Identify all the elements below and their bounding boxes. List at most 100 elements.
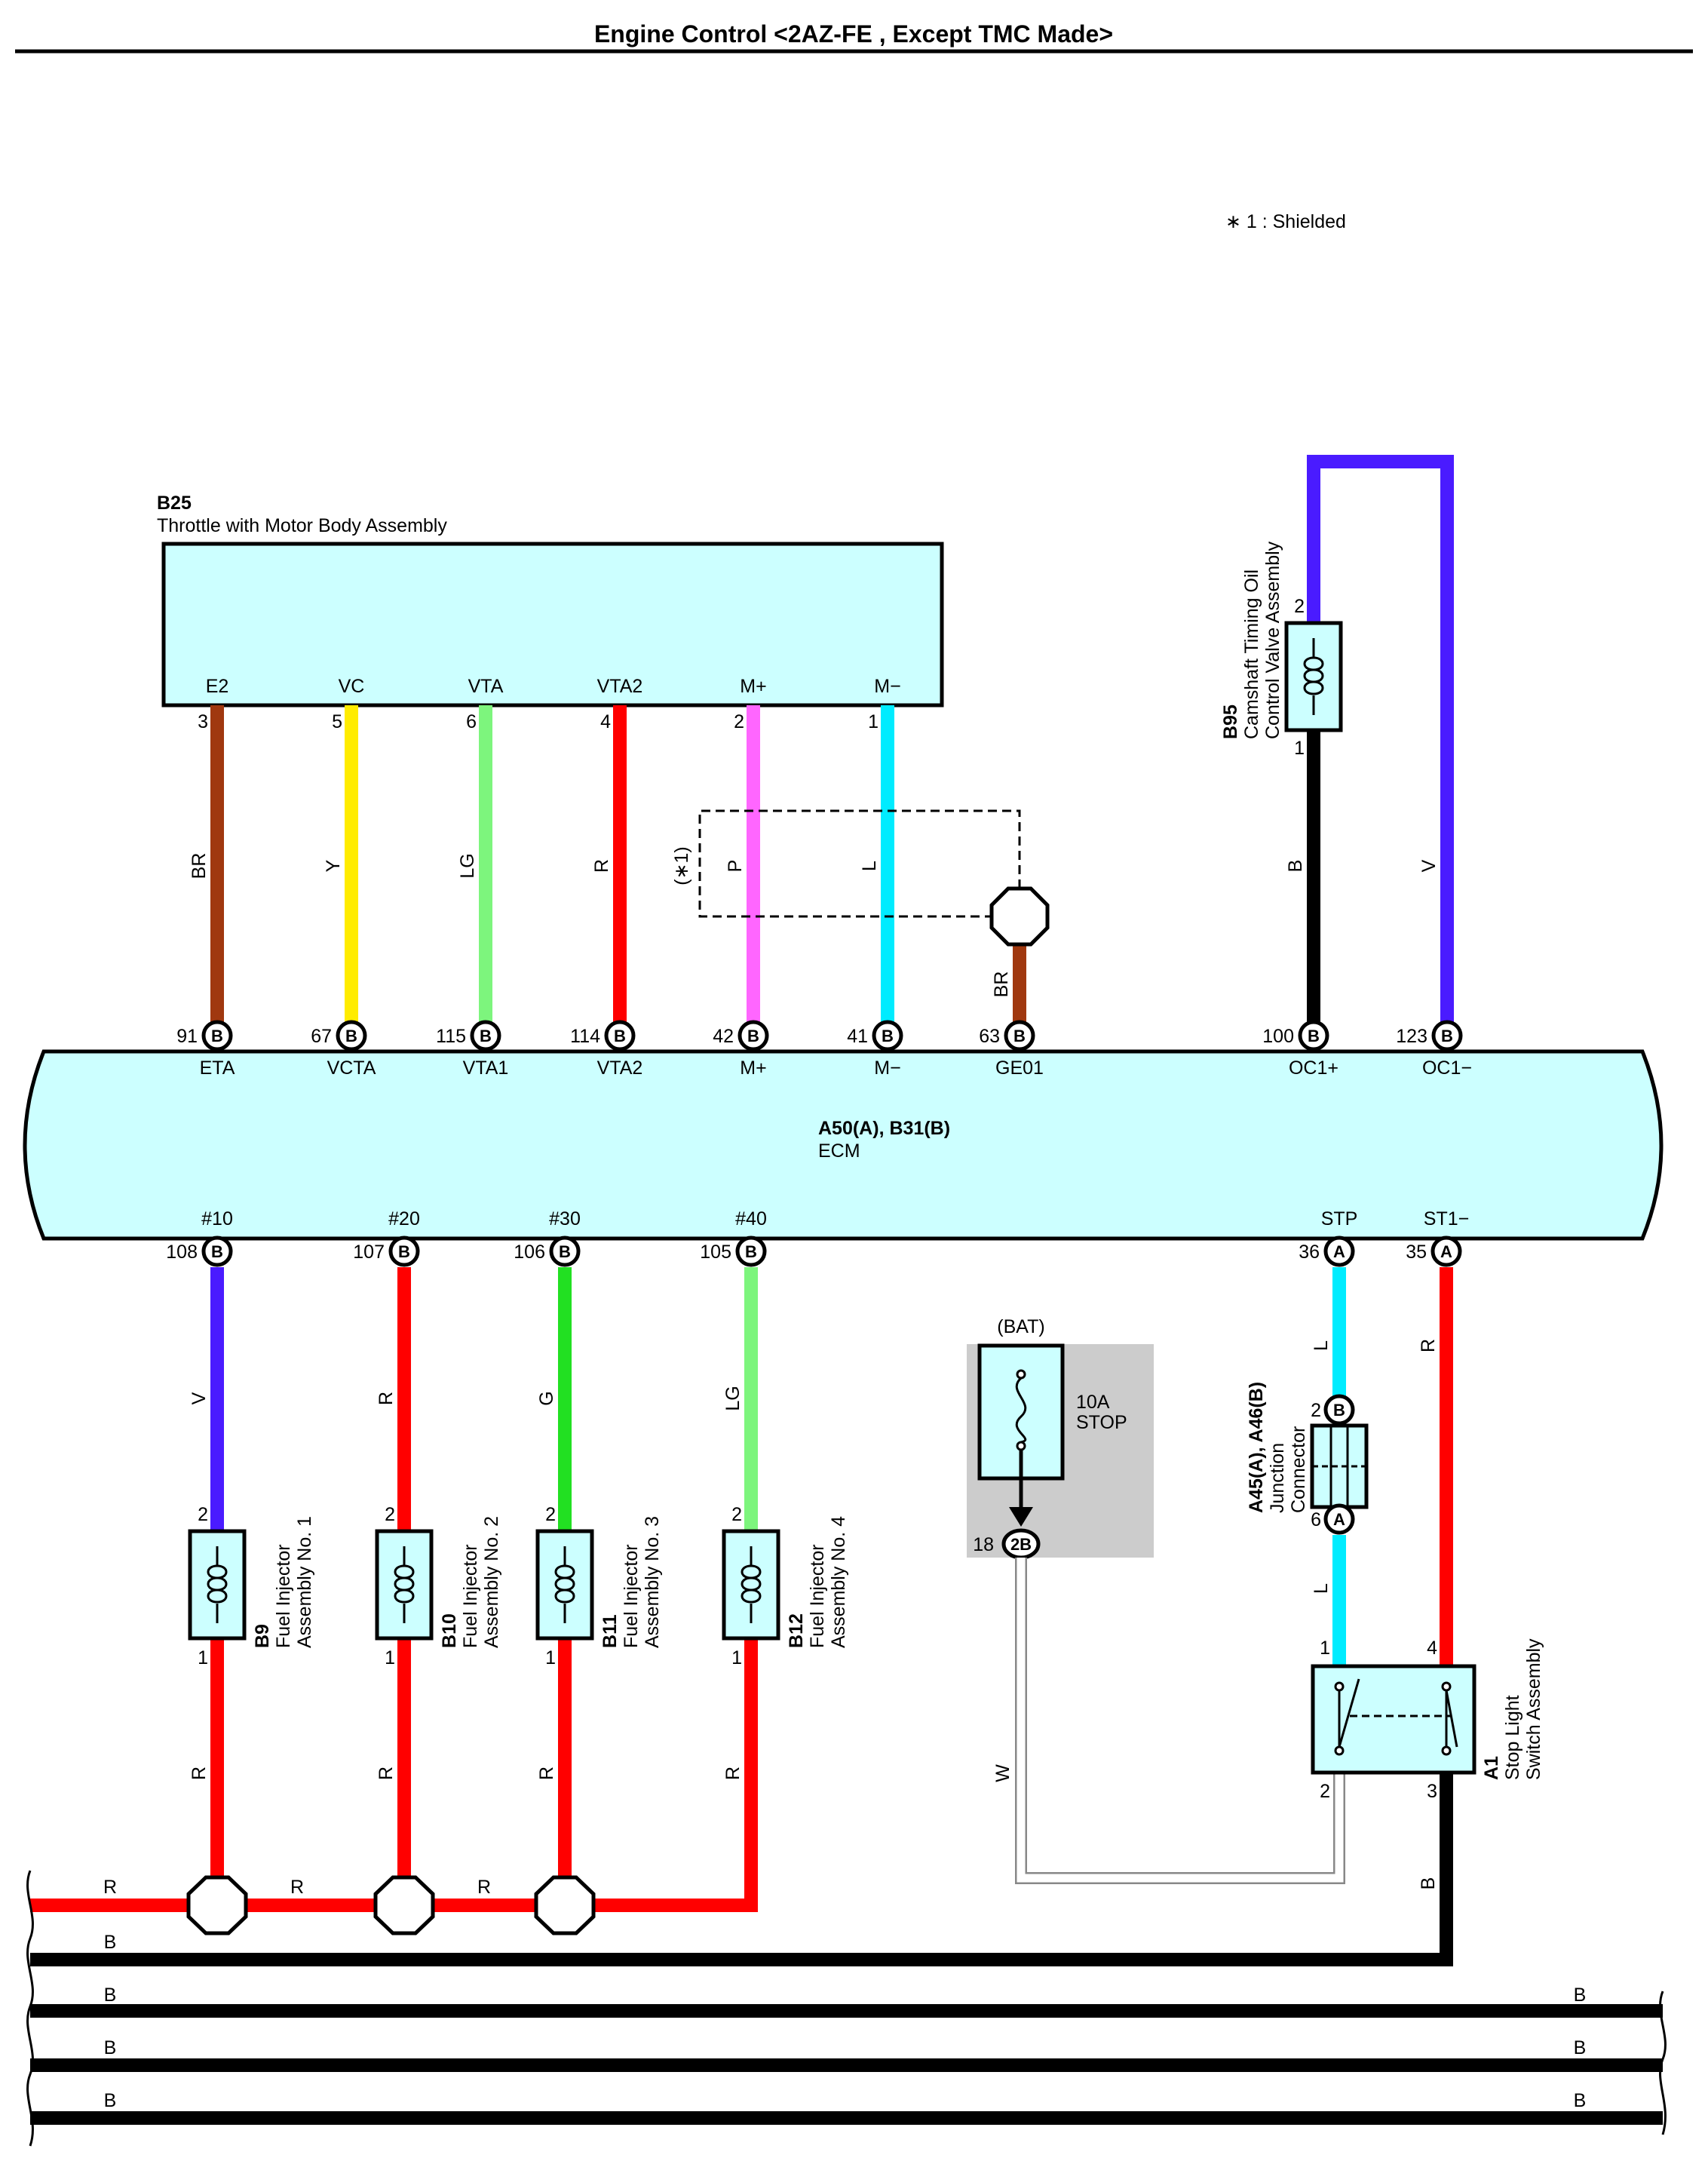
- injector-b9: 2 1 B9 Fuel Injector Assembly No. 1: [188, 1504, 315, 1668]
- color-label-inj2-top: R: [376, 1392, 397, 1405]
- junction-conn-top: B: [1323, 1394, 1355, 1426]
- ecm-pin-35: 35: [1406, 1242, 1427, 1263]
- ecm-term-m-plus: M+: [740, 1057, 766, 1079]
- shield-note: ∗ 1 : Shielded: [1225, 211, 1346, 232]
- svg-text:Fuel Injector: Fuel Injector: [460, 1544, 481, 1648]
- injector-color-labels: V R G LG R R R R: [189, 1386, 744, 1780]
- svg-text:B: B: [211, 1242, 223, 1261]
- color-label-inj4-bottom: R: [722, 1767, 744, 1780]
- ecm-conn-vta1: B: [470, 1020, 501, 1051]
- ecm-pin-63: 63: [979, 1026, 1000, 1047]
- ecm-term-m-minus: M−: [874, 1057, 900, 1079]
- color-label-ge01: BR: [991, 972, 1012, 998]
- fuse-connector-2b: 2B: [1001, 1528, 1041, 1560]
- ecm-conn-10: B: [201, 1236, 233, 1267]
- svg-text:B10: B10: [439, 1613, 460, 1648]
- svg-text:1: 1: [545, 1647, 556, 1668]
- throttle-name: Throttle with Motor Body Assembly: [157, 515, 447, 536]
- svg-text:B: B: [1441, 1027, 1453, 1045]
- bus-label-b-4: B: [104, 2090, 117, 2111]
- color-label-w: W: [992, 1764, 1013, 1782]
- throttle-pin-names: E2 VC VTA VTA2 M+ M−: [206, 676, 901, 697]
- svg-text:Assembly No. 2: Assembly No. 2: [481, 1516, 502, 1648]
- svg-text:Fuel Injector: Fuel Injector: [807, 1544, 828, 1648]
- camshaft-label: B95 Camshaft Timing Oil Control Valve As…: [1220, 541, 1283, 739]
- fuse-source: (BAT): [997, 1316, 1044, 1337]
- ecm-pin-105: 105: [700, 1242, 731, 1263]
- fuse-arrow-icon: [1009, 1507, 1033, 1527]
- right-break-mark: [1659, 1991, 1667, 2135]
- ecm-top-terminal-names: ETA VCTA VTA1 VTA2 M+ M− GE01 OC1+ OC1−: [200, 1057, 1472, 1079]
- ecm-conn-eta: B: [201, 1020, 233, 1051]
- color-label-stp-out: L: [1311, 1583, 1332, 1594]
- coil-icon: [741, 1546, 762, 1623]
- pin-num-vc: 5: [332, 711, 342, 732]
- junction-connector: B A 2 6: [1310, 1394, 1369, 1535]
- injector-b12: 2 1 B12 Fuel Injector Assembly No. 4: [722, 1504, 849, 1668]
- ocv-pin-top: 2: [1294, 596, 1305, 617]
- ecm-conn-m-plus: B: [737, 1020, 769, 1051]
- ecm-pin-108: 108: [166, 1242, 198, 1263]
- pin-name-m-minus: M−: [874, 676, 900, 697]
- fuse-name: STOP: [1076, 1412, 1127, 1433]
- stoplight-id: A1: [1481, 1756, 1502, 1780]
- color-label-st1-minus: R: [1418, 1339, 1439, 1352]
- svg-text:B: B: [559, 1242, 571, 1261]
- color-label-inj3-top: G: [536, 1391, 557, 1405]
- svg-text:2: 2: [731, 1504, 742, 1525]
- fuse-rating: 10A: [1076, 1392, 1110, 1413]
- shield-ground-splice: [989, 886, 1050, 947]
- svg-text:B: B: [747, 1027, 759, 1045]
- svg-text:B: B: [1308, 1027, 1320, 1045]
- coil-icon: [207, 1546, 228, 1623]
- shield-label: (∗1): [671, 846, 692, 886]
- junction-line1: Junction: [1267, 1443, 1288, 1513]
- ecm-pin-100: 100: [1262, 1026, 1294, 1047]
- splice-1: [186, 1875, 248, 1935]
- svg-text:B: B: [882, 1027, 894, 1045]
- camshaft-coil-icon: [1303, 638, 1324, 715]
- stoplight-line2: Switch Assembly: [1523, 1638, 1544, 1780]
- svg-text:B: B: [211, 1027, 223, 1045]
- ecm-conn-oc1-plus: B: [1298, 1020, 1329, 1051]
- injector-b10: 2 1 B10 Fuel Injector Assembly No. 2: [375, 1504, 502, 1668]
- svg-text:B: B: [1013, 1027, 1026, 1045]
- color-label-e2: BR: [189, 853, 210, 879]
- color-label-oc1-plus: B: [1285, 860, 1306, 873]
- svg-text:A: A: [1333, 1242, 1345, 1261]
- color-label-oc1-minus: V: [1418, 859, 1440, 872]
- ecm-term-30: #30: [549, 1208, 581, 1229]
- wire-oc1-minus: [1307, 455, 1454, 1026]
- camshaft-id: B95: [1220, 704, 1241, 739]
- pin-num-e2: 3: [198, 711, 208, 732]
- bus-label-b-5: B: [1574, 1984, 1587, 2006]
- pin-name-e2: E2: [206, 676, 229, 697]
- svg-text:Fuel Injector: Fuel Injector: [621, 1544, 642, 1648]
- ecm-term-stp: STP: [1321, 1208, 1358, 1229]
- ecm-conn-stp: A: [1323, 1236, 1355, 1267]
- svg-text:B: B: [480, 1027, 492, 1045]
- throttle-pin-numbers: 3 5 6 4 2 1: [198, 711, 879, 732]
- ecm-conn-20: B: [388, 1236, 420, 1267]
- ecm-pin-106: 106: [514, 1242, 545, 1263]
- bus-label-b-3: B: [104, 2037, 117, 2058]
- coil-icon: [554, 1546, 575, 1623]
- stop-light-switch: 1 2 3 4: [1311, 1638, 1476, 1802]
- fuse-connector-pin: 18: [973, 1534, 994, 1555]
- svg-text:B: B: [745, 1242, 757, 1261]
- junction-label: A45(A), A46(B) Junction Connector: [1246, 1382, 1309, 1513]
- pin-name-vta: VTA: [468, 676, 504, 697]
- svg-text:Assembly No. 3: Assembly No. 3: [642, 1516, 663, 1648]
- splice-2: [373, 1875, 435, 1935]
- page-title: Engine Control <2AZ-FE , Except TMC Made…: [594, 20, 1113, 48]
- svg-text:Assembly No. 1: Assembly No. 1: [294, 1516, 315, 1648]
- ecm-term-20: #20: [388, 1208, 420, 1229]
- ecm-conn-oc1-minus: B: [1431, 1020, 1463, 1051]
- svg-text:A: A: [1333, 1510, 1345, 1529]
- ecm-pin-114: 114: [570, 1026, 600, 1047]
- ecm-term-vta2: VTA2: [597, 1057, 643, 1079]
- color-label-m-plus: P: [725, 860, 746, 873]
- junction-id: A45(A), A46(B): [1246, 1382, 1267, 1513]
- ecm-conn-st1-minus: A: [1430, 1236, 1462, 1267]
